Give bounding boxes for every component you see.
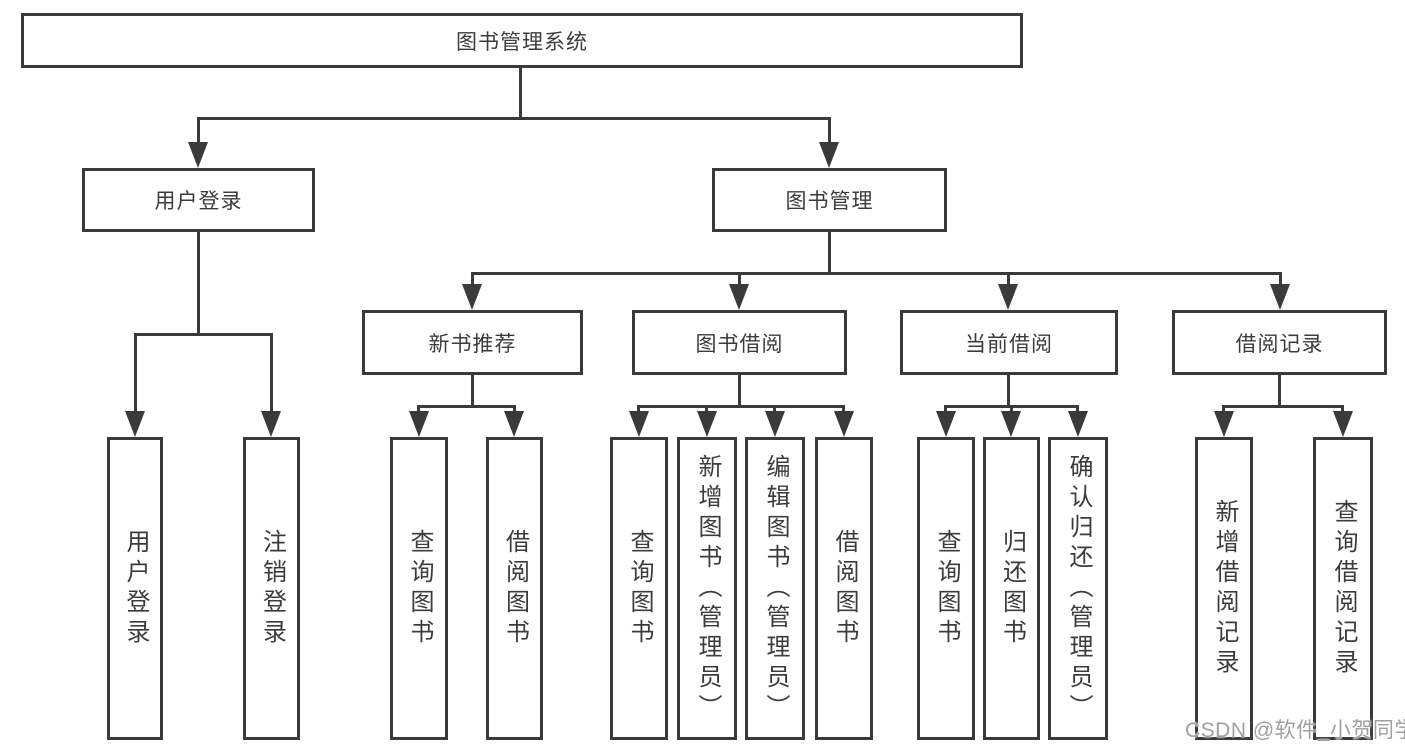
arrow-down-icon bbox=[819, 142, 839, 168]
arrow-down-icon bbox=[998, 284, 1018, 310]
node-root-label: 图书管理系统 bbox=[456, 30, 588, 54]
leaf-logout-label: 注销登录 bbox=[258, 528, 286, 649]
csdn-watermark: CSDN @软件_小贺同学 bbox=[1185, 719, 1405, 742]
leaf-record-query-label: 查询借阅记录 bbox=[1330, 498, 1357, 679]
arrow-down-icon bbox=[936, 411, 956, 437]
arrow-down-icon bbox=[188, 142, 208, 168]
node-user-login-label: 用户登录 bbox=[154, 190, 243, 213]
connector-book-borrow-hbar bbox=[637, 405, 844, 408]
leaf-currentborrow-confirm-label: 确认归还（管理员） bbox=[1065, 453, 1092, 724]
node-book-borrow-label: 图书借阅 bbox=[695, 332, 784, 356]
node-book-borrow: 图书借阅 bbox=[632, 310, 847, 375]
arrow-down-icon bbox=[834, 411, 854, 437]
connector-drop-book-borrow bbox=[738, 272, 741, 288]
leaf-newbook-borrow-label: 借阅图书 bbox=[501, 528, 529, 649]
connector-root-hbar bbox=[197, 117, 831, 120]
connector-drop-login bbox=[134, 333, 137, 415]
connector-drop bbox=[944, 405, 947, 415]
connector-drop bbox=[513, 405, 516, 415]
arrow-down-icon bbox=[697, 411, 717, 437]
node-new-book-label: 新书推荐 bbox=[428, 332, 517, 356]
node-borrow-record-label: 借阅记录 bbox=[1235, 332, 1324, 356]
leaf-currentborrow-query: 查询图书 bbox=[917, 437, 975, 740]
arrow-down-icon bbox=[1333, 411, 1353, 437]
leaf-currentborrow-query-label: 查询图书 bbox=[933, 528, 960, 649]
connector-borrow-record-hbar bbox=[1222, 405, 1343, 408]
leaf-user-login-label: 用户登录 bbox=[122, 528, 149, 649]
arrow-down-icon bbox=[504, 411, 524, 437]
connector-drop bbox=[842, 405, 845, 415]
leaf-currentborrow-return-label: 归还图书 bbox=[998, 528, 1026, 649]
leaf-bookborrow-add-label: 新增图书（管理员） bbox=[694, 453, 721, 724]
node-user-login: 用户登录 bbox=[82, 168, 315, 232]
connector-drop bbox=[773, 405, 776, 415]
connector-drop-logout bbox=[270, 333, 273, 415]
node-new-book: 新书推荐 bbox=[362, 310, 583, 375]
connector-user-login-hbar bbox=[134, 333, 273, 336]
leaf-bookborrow-add: 新增图书（管理员） bbox=[677, 437, 737, 740]
arrow-down-icon bbox=[409, 411, 429, 437]
connector-drop-book-mgmt bbox=[828, 117, 831, 145]
leaf-bookborrow-edit: 编辑图书（管理员） bbox=[745, 437, 805, 740]
leaf-logout: 注销登录 bbox=[243, 437, 300, 740]
arrow-down-icon bbox=[462, 284, 482, 310]
connector-new-book-stem bbox=[471, 375, 474, 408]
connector-borrow-record-stem bbox=[1278, 375, 1281, 408]
arrow-down-icon bbox=[629, 411, 649, 437]
node-current-borrow: 当前借阅 bbox=[900, 310, 1118, 375]
leaf-bookborrow-query: 查询图书 bbox=[610, 437, 668, 740]
leaf-bookborrow-borrow: 借阅图书 bbox=[815, 437, 873, 740]
leaf-record-add: 新增借阅记录 bbox=[1195, 437, 1253, 740]
node-borrow-record: 借阅记录 bbox=[1172, 310, 1387, 375]
node-book-mgmt: 图书管理 bbox=[712, 168, 947, 232]
leaf-bookborrow-borrow-label: 借阅图书 bbox=[831, 528, 858, 649]
leaf-bookborrow-query-label: 查询图书 bbox=[626, 528, 653, 649]
connector-book-mgmt-hbar bbox=[471, 272, 1282, 275]
leaf-newbook-query: 查询图书 bbox=[390, 437, 448, 740]
node-current-borrow-label: 当前借阅 bbox=[965, 332, 1053, 356]
leaf-currentborrow-confirm: 确认归还（管理员） bbox=[1048, 437, 1108, 740]
arrow-down-icon bbox=[1214, 411, 1234, 437]
arrow-down-icon bbox=[1270, 284, 1290, 310]
leaf-newbook-borrow: 借阅图书 bbox=[486, 437, 543, 740]
leaf-newbook-query-label: 查询图书 bbox=[406, 528, 433, 649]
connector-drop bbox=[1010, 405, 1013, 415]
connector-book-borrow-stem bbox=[738, 375, 741, 408]
leaf-user-login: 用户登录 bbox=[107, 437, 163, 740]
leaf-bookborrow-edit-label: 编辑图书（管理员） bbox=[762, 453, 789, 724]
connector-drop bbox=[1076, 405, 1079, 415]
arrow-down-icon bbox=[1068, 411, 1088, 437]
connector-drop bbox=[1222, 405, 1225, 415]
connector-current-borrow-stem bbox=[1007, 375, 1010, 408]
connector-drop bbox=[1341, 405, 1344, 415]
arrow-down-icon bbox=[1001, 411, 1021, 437]
connector-new-book-hbar bbox=[417, 405, 516, 408]
arrow-down-icon bbox=[729, 284, 749, 310]
leaf-record-query: 查询借阅记录 bbox=[1313, 437, 1373, 740]
connector-drop bbox=[637, 405, 640, 415]
connector-drop-current-borrow bbox=[1007, 272, 1010, 288]
leaf-record-add-label: 新增借阅记录 bbox=[1211, 498, 1238, 679]
connector-drop-borrow-record bbox=[1279, 272, 1282, 288]
leaf-currentborrow-return: 归还图书 bbox=[983, 437, 1040, 740]
connector-drop bbox=[705, 405, 708, 415]
connector-drop-new-book bbox=[471, 272, 474, 288]
arrow-down-icon bbox=[125, 411, 145, 437]
node-book-mgmt-label: 图书管理 bbox=[785, 190, 874, 213]
connector-root-stem bbox=[519, 68, 522, 119]
connector-drop-user-login bbox=[197, 117, 200, 145]
connector-user-login-stem bbox=[197, 232, 200, 335]
node-root-library-system: 图书管理系统 bbox=[21, 13, 1023, 68]
arrow-down-icon bbox=[261, 411, 281, 437]
arrow-down-icon bbox=[765, 411, 785, 437]
connector-drop bbox=[417, 405, 420, 415]
connector-book-mgmt-stem bbox=[828, 232, 831, 275]
